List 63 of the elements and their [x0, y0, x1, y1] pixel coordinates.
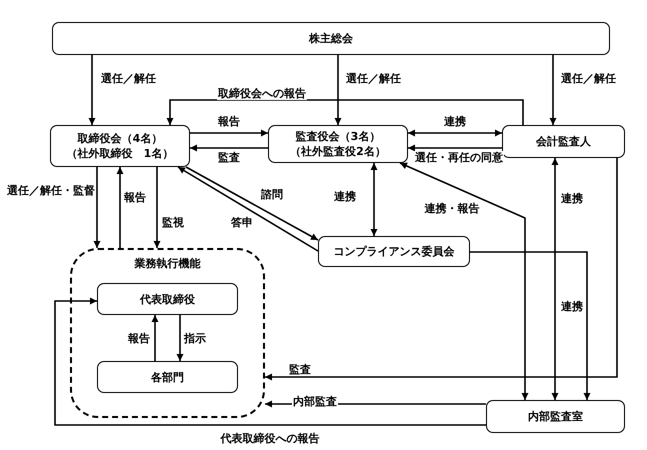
- rounded-box: [97, 361, 238, 393]
- arrow: [334, 55, 342, 125]
- rounded-box: [50, 125, 190, 167]
- node-label: （社外取締役 1名）: [66, 146, 174, 161]
- edge-label: 連携・報告: [424, 202, 480, 215]
- group-heading: 業務執行機能: [134, 256, 200, 271]
- edge-label: 連携: [333, 190, 357, 203]
- edge-label: 答申: [230, 216, 254, 229]
- node-label: 会計監査人: [536, 134, 591, 149]
- edge-label: 報告: [217, 115, 241, 128]
- edge-label: 連携: [443, 115, 467, 128]
- node-label: 監査役会（3名）: [296, 129, 380, 144]
- edge-label: 監査: [288, 363, 312, 376]
- edge-label: 選任／解任: [100, 72, 157, 85]
- arrow: [166, 99, 524, 125]
- arrow: [190, 130, 268, 136]
- node-label: 内部監査室: [528, 409, 583, 424]
- arrow: [88, 55, 96, 125]
- arrow: [370, 163, 378, 236]
- arrow: [265, 158, 618, 380]
- rounded-box: [97, 283, 238, 315]
- arrow: [178, 166, 318, 252]
- edge-label: 取締役会への報告: [217, 87, 307, 100]
- edge-label: 監査: [217, 151, 241, 164]
- dashed-group-box: [70, 248, 265, 418]
- node-label: コンプライアンス委員会: [334, 244, 454, 259]
- arrow: [152, 315, 158, 361]
- edge-label: 諮問: [260, 188, 284, 201]
- arrow: [408, 130, 502, 136]
- edge-label: 監視: [161, 216, 185, 229]
- node-label: 取締役会（4名）: [78, 131, 162, 146]
- arrow: [550, 55, 556, 125]
- arrow: [190, 144, 268, 152]
- arrow: [186, 166, 318, 241]
- edge-label: 指示: [183, 332, 207, 345]
- arrow: [552, 158, 558, 400]
- edge-label: 報告: [123, 191, 147, 204]
- arrow: [176, 315, 184, 361]
- edge-label: 選任／解任・監督: [6, 184, 96, 197]
- node-label: （社外監査役2名）: [290, 144, 386, 159]
- node-label: 各部門: [151, 370, 184, 384]
- arrow: [400, 162, 528, 400]
- edge-label: 選任／解任: [560, 72, 617, 85]
- node-label: 代表取締役: [140, 292, 195, 306]
- rounded-box: [502, 125, 625, 158]
- rounded-box: [486, 400, 625, 433]
- arrow: [94, 167, 100, 248]
- rounded-box: [318, 236, 470, 267]
- edge-label: 報告: [127, 332, 151, 345]
- arrow: [154, 167, 160, 248]
- edge-label: 内部監査: [292, 395, 338, 408]
- edge-label: 選任／解任: [345, 72, 402, 85]
- rounded-box: [52, 22, 610, 55]
- node-label: 株主総会: [309, 31, 353, 46]
- connector-label: 連携: [560, 300, 584, 313]
- arrow: [54, 298, 486, 426]
- edge-label: 連携: [560, 192, 584, 205]
- arrow: [116, 167, 124, 248]
- rounded-box: [268, 125, 408, 163]
- arrow: [470, 251, 590, 400]
- edge-label: 選任・再任の同意: [414, 151, 504, 164]
- edge-label: 代表取締役への報告: [220, 432, 320, 445]
- arrow: [408, 144, 502, 152]
